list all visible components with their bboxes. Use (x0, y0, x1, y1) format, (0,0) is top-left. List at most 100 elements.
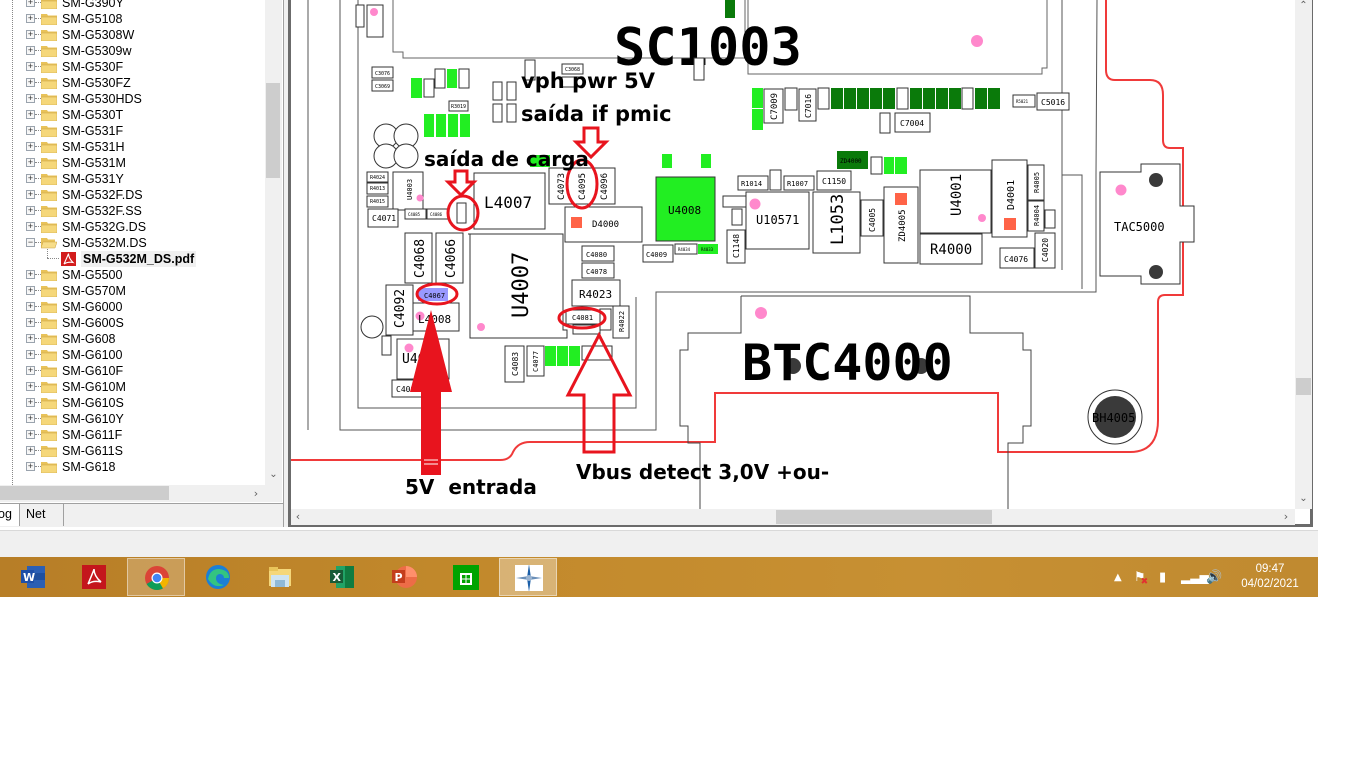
taskbar-excel[interactable]: X (313, 558, 371, 596)
expand-icon[interactable]: + (26, 461, 35, 471)
expand-icon[interactable]: + (26, 317, 35, 327)
folder-icon (41, 206, 57, 217)
tree-vertical-scrollbar[interactable]: ⌄ (265, 0, 282, 485)
tree-folder-item[interactable]: +SM-G610M (0, 379, 265, 395)
tree-folder-item[interactable]: +SM-G531M (0, 155, 265, 171)
expand-icon[interactable]: + (26, 365, 35, 375)
taskbar-store[interactable] (437, 558, 495, 596)
expand-icon[interactable]: + (26, 29, 35, 39)
expand-icon[interactable]: + (26, 77, 35, 87)
tree-file-item[interactable]: SM-G532M_DS.pdf (0, 249, 265, 267)
viewer-hscroll-thumb[interactable] (776, 510, 992, 524)
expand-icon[interactable]: + (26, 45, 35, 55)
boardview-viewer: SC1003 C3076 C3069 R3019 (289, 0, 1313, 527)
taskbar-chrome[interactable] (127, 558, 185, 596)
scroll-up-icon[interactable]: ⌃ (1299, 0, 1308, 11)
tree-folder-item[interactable]: +SM-G532G.DS (0, 219, 265, 235)
expand-icon[interactable]: + (26, 61, 35, 71)
volume-icon[interactable]: 🔊 (1206, 570, 1223, 585)
tree-folder-item[interactable]: +SM-G611S (0, 443, 265, 459)
tree-folder-item[interactable]: +SM-G531H (0, 139, 265, 155)
tree-folder-item[interactable]: +SM-G530FZ (0, 75, 265, 91)
expand-icon[interactable]: + (26, 13, 35, 23)
taskbar-acrobat[interactable] (65, 558, 123, 596)
tab-net[interactable]: Net (20, 504, 64, 526)
pcb-canvas[interactable]: SC1003 C3076 C3069 R3019 (289, 0, 1295, 509)
tree-folder-item[interactable]: +SM-G610S (0, 395, 265, 411)
taskbar-word[interactable]: W (4, 558, 62, 596)
scroll-right-icon[interactable]: › (253, 487, 259, 500)
tab-log[interactable]: og (0, 504, 20, 526)
tree-folder-item[interactable]: +SM-G532F.SS (0, 203, 265, 219)
expand-icon[interactable]: + (26, 445, 35, 455)
expand-icon[interactable]: + (26, 93, 35, 103)
tree-guide-line (12, 0, 13, 485)
battery-icon[interactable]: ▮ (1159, 570, 1167, 585)
tree-item-label: SM-G6100 (62, 348, 123, 362)
scroll-down-icon[interactable]: ⌄ (269, 469, 278, 480)
expand-icon[interactable]: + (26, 397, 35, 407)
expand-icon[interactable]: + (26, 413, 35, 423)
expand-icon[interactable]: + (26, 0, 35, 7)
expand-icon[interactable]: + (26, 285, 35, 295)
clock-time: 09:47 (1255, 563, 1285, 575)
expand-icon[interactable]: + (26, 429, 35, 439)
tree-folder-item[interactable]: +SM-G611F (0, 427, 265, 443)
expand-icon[interactable]: + (26, 333, 35, 343)
file-explorer-icon (269, 567, 291, 587)
expand-icon[interactable]: + (26, 301, 35, 311)
tree-folder-item[interactable]: + SM-G6100 (0, 347, 265, 363)
tree-folder-item[interactable]: +SM-G600S (0, 315, 265, 331)
expand-icon[interactable]: + (26, 157, 35, 167)
tree-hscroll-thumb[interactable] (0, 486, 169, 500)
tree-item-label: SM-G530T (62, 108, 124, 122)
expand-icon[interactable]: + (26, 189, 35, 199)
tree-folder-item[interactable]: +SM-G530HDS (0, 91, 265, 107)
tree-folder-item[interactable]: +SM-G390Y (0, 0, 265, 11)
collapse-icon[interactable]: − (26, 237, 35, 247)
viewer-vscroll-thumb[interactable] (1296, 378, 1311, 395)
action-center-flag-icon[interactable]: ⚑✖ (1134, 570, 1149, 587)
svg-text:R4033: R4033 (701, 247, 714, 252)
taskbar-clock[interactable]: 09:47 04/02/2021 (1236, 562, 1304, 592)
expand-icon[interactable]: + (26, 349, 35, 359)
scroll-left-icon[interactable]: ‹ (295, 510, 301, 523)
tree-folder-item[interactable]: +SM-G6000 (0, 299, 265, 315)
signal-icon[interactable]: ▂▃▅ (1181, 570, 1209, 584)
tree-folder-item[interactable]: +SM-G5108 (0, 11, 265, 27)
tree-folder-item[interactable]: +SM-G530F (0, 59, 265, 75)
viewer-vertical-scrollbar[interactable]: ⌃ ⌄ (1295, 0, 1312, 509)
show-hidden-icons-icon[interactable]: ▲ (1114, 572, 1122, 583)
tree-folder-item[interactable]: +SM-G532F.DS (0, 187, 265, 203)
tree-folder-item[interactable]: +SM-G608 (0, 331, 265, 347)
expand-icon[interactable]: + (26, 221, 35, 231)
expand-icon[interactable]: + (26, 125, 35, 135)
expand-icon[interactable]: + (26, 269, 35, 279)
taskbar-file-explorer[interactable] (251, 558, 309, 596)
expand-icon[interactable]: + (26, 141, 35, 151)
scroll-right-icon[interactable]: › (1283, 510, 1289, 523)
viewer-horizontal-scrollbar[interactable]: ‹ › (289, 509, 1295, 525)
expand-icon[interactable]: + (26, 109, 35, 119)
taskbar-boardview[interactable] (499, 558, 557, 596)
svg-text:C4096: C4096 (600, 173, 610, 200)
taskbar-edge[interactable] (189, 558, 247, 596)
expand-icon[interactable]: + (26, 173, 35, 183)
tree-folder-item[interactable]: +SM-G610F (0, 363, 265, 379)
scroll-down-icon[interactable]: ⌄ (1299, 493, 1308, 504)
tree-folder-item[interactable]: +SM-G618 (0, 459, 265, 475)
tree-horizontal-scrollbar[interactable]: › (0, 485, 265, 502)
tree-vscroll-thumb[interactable] (266, 83, 280, 178)
tree-folder-item[interactable]: +SM-G531Y (0, 171, 265, 187)
tree-folder-item[interactable]: −SM-G532M.DS (0, 235, 265, 251)
tree-folder-item[interactable]: +SM-G5308W (0, 27, 265, 43)
tree-folder-item[interactable]: +SM-G610Y (0, 411, 265, 427)
expand-icon[interactable]: + (26, 205, 35, 215)
tree-folder-item[interactable]: +SM-G570M (0, 283, 265, 299)
tree-folder-item[interactable]: + SM-G530T (0, 107, 265, 123)
tree-folder-item[interactable]: +SM-G531F (0, 123, 265, 139)
tree-folder-item[interactable]: +SM-G5500 (0, 267, 265, 283)
expand-icon[interactable]: + (26, 381, 35, 391)
tree-folder-item[interactable]: +SM-G5309w (0, 43, 265, 59)
taskbar-powerpoint[interactable]: P (375, 558, 433, 596)
